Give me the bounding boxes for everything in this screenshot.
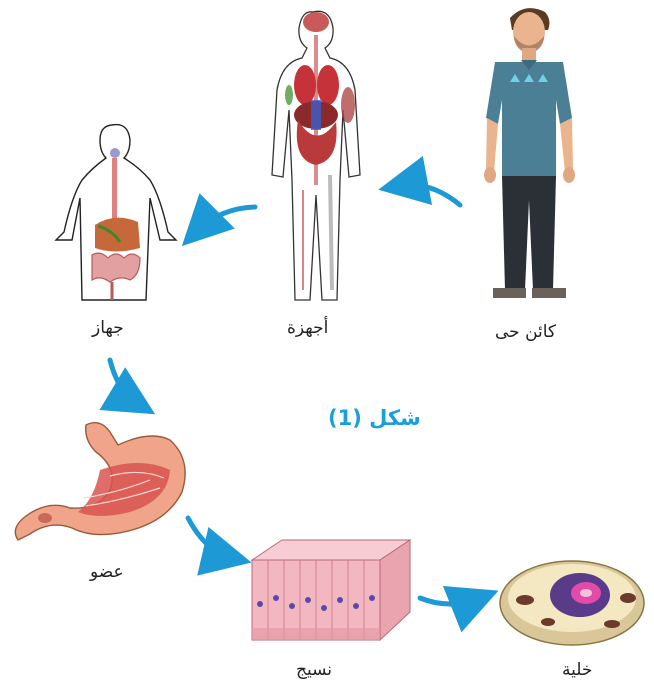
label-cell: خلية (562, 660, 592, 680)
arrow-tissue-to-cell (420, 598, 480, 604)
arrow-system-to-organ (110, 360, 138, 404)
systems-illustration (272, 11, 360, 300)
arrow-systems-to-system (196, 207, 255, 232)
label-tissue: نسيج (296, 660, 332, 680)
arrow-organ-to-tissue (188, 518, 232, 558)
system-illustration (56, 125, 176, 300)
label-systems: أجهزة (287, 318, 328, 338)
label-organ: عضو (90, 562, 124, 582)
tissue-illustration (252, 540, 410, 640)
label-system: جهاز (92, 318, 124, 338)
arrow-organism-to-systems (398, 185, 460, 205)
label-organism: كائن حى (495, 322, 556, 342)
organism-illustration (484, 8, 575, 298)
organ-illustration (15, 423, 185, 540)
figure-title: شكل (1) (328, 406, 421, 430)
cell-illustration (500, 561, 644, 645)
